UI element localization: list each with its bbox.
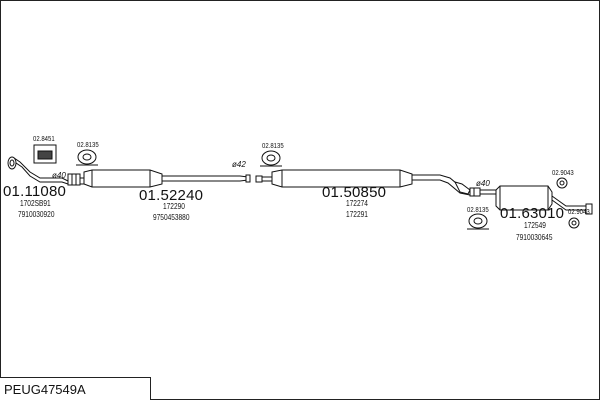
front-silencer: [79, 169, 251, 188]
ring-b-ref-label: 02.9043: [568, 207, 590, 216]
ring-icon-a: [556, 177, 568, 189]
rear-silencer-code-1: 172549: [524, 221, 546, 230]
front-pipe-ref: 01.11080: [3, 183, 67, 200]
front-silencer-ref: 01.52240: [139, 187, 204, 204]
diameter-label-2: ø42: [232, 160, 246, 169]
ring-icon-b: [568, 217, 580, 229]
front-pipe-code-2: 7910030920: [18, 210, 55, 219]
rear-silencer-ref: 01.63010: [500, 205, 565, 222]
middle-silencer-code-1: 172274: [346, 199, 368, 208]
mount-c-ref-label: 02.8135: [467, 205, 489, 214]
middle-silencer: [255, 169, 481, 197]
mount-a-ref-label: 02.8135: [77, 140, 99, 149]
title-block: PEUG47549A: [0, 377, 151, 400]
kit-box-icon: [33, 144, 57, 164]
rubber-mount-icon-b: [260, 150, 282, 167]
diameter-label-3: ø40: [476, 179, 490, 188]
front-silencer-code-1: 172290: [163, 202, 185, 211]
rear-silencer: [480, 185, 593, 215]
front-pipe-connector: [67, 173, 81, 186]
rear-silencer-code-2: 7910030645: [516, 233, 553, 242]
rubber-mount-icon-a: [76, 149, 98, 166]
kit-ref-label: 02.8451: [33, 134, 55, 143]
rubber-mount-icon-c: [467, 213, 489, 230]
mount-b-ref-label: 02.8135: [262, 141, 284, 150]
middle-silencer-code-2: 172291: [346, 210, 368, 219]
diameter-label-1: ø40: [52, 171, 66, 180]
middle-silencer-ref: 01.50850: [322, 184, 387, 201]
ring-a-ref-label: 02.9043: [552, 168, 574, 177]
front-pipe-code-1: 1702SB91: [20, 199, 51, 208]
diagram-title: PEUG47549A: [4, 382, 86, 397]
front-silencer-code-2: 9750453880: [153, 213, 190, 222]
front-pipe: [7, 156, 69, 185]
